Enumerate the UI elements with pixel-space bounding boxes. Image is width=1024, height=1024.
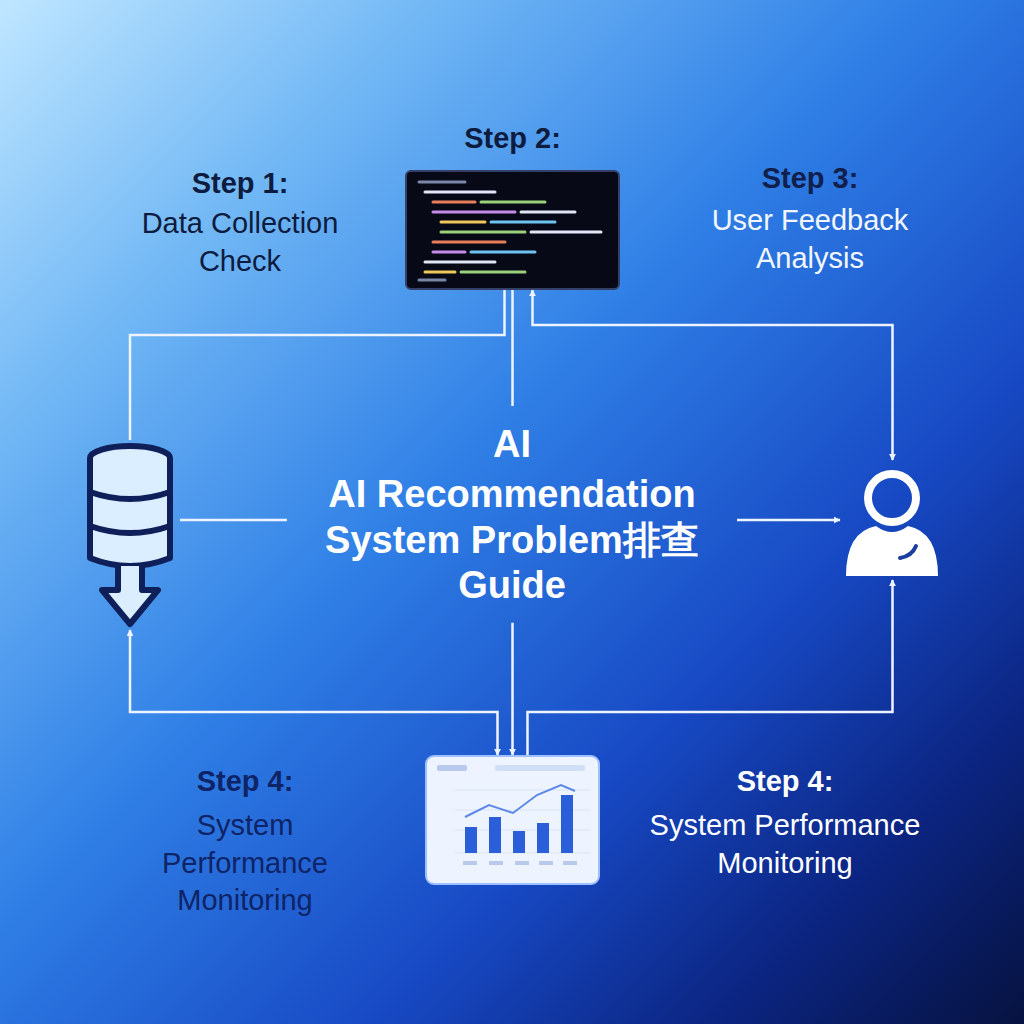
title-prefix: AI — [312, 420, 712, 469]
flow-connector — [130, 630, 498, 755]
step-description: Data Collection Check — [110, 205, 370, 280]
step-heading: Step 1: — [110, 165, 370, 203]
code-screen — [405, 170, 620, 290]
step-heading: Step 4: — [110, 763, 380, 801]
flow-connector — [528, 580, 893, 755]
database-node: Step 1:Data Collection Check — [80, 440, 180, 630]
flow-connector — [130, 290, 505, 440]
step-heading: Step 2: — [405, 120, 620, 158]
database-icon — [80, 440, 180, 630]
step-heading: Step 4: — [640, 763, 930, 801]
step-description: System Performance Monitoring — [110, 807, 380, 920]
diagram-title: AI Recommendation System Problem排查 Guide — [312, 472, 712, 609]
code-screen-node: Step 2: — [405, 170, 620, 290]
step-heading: Step 3: — [670, 160, 950, 198]
dashboard-node: Step 4:System Performance Monitoring — [425, 755, 600, 885]
user-icon — [840, 460, 945, 580]
flow-connector — [533, 290, 893, 460]
user-node: Step 3:User Feedback Analysis — [840, 460, 945, 580]
dashboard-chart — [425, 755, 600, 885]
step-description: User Feedback Analysis — [670, 202, 950, 277]
step-description: System Performance Monitoring — [640, 807, 930, 882]
